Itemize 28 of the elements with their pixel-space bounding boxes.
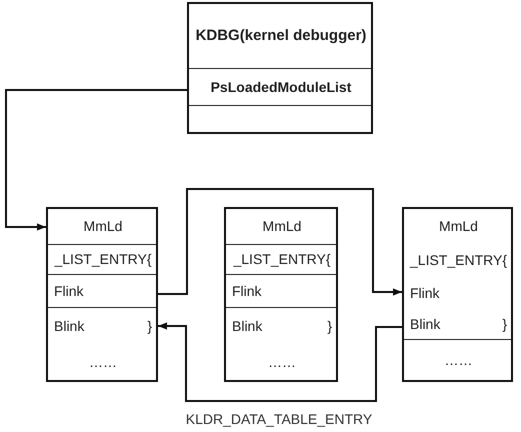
structure-caption: KLDR_DATA_TABLE_ENTRY — [186, 411, 372, 428]
field-name: Flink — [232, 282, 262, 300]
field-name: Blink — [410, 316, 440, 333]
struct-title: MmLd — [439, 218, 478, 235]
arrow — [5, 89, 187, 231]
arrow — [158, 322, 402, 402]
arrow — [158, 188, 402, 296]
field-name: PsLoadedModuleList — [210, 78, 352, 96]
struct-title: MmLd — [262, 218, 302, 235]
ellipsis: …… — [89, 354, 117, 371]
field-name: Blink — [54, 318, 84, 335]
field-name: Blink — [232, 318, 262, 335]
struct-type-name: _LIST_ENTRY{ — [410, 252, 508, 269]
struct-type-name: _LIST_ENTRY{ — [54, 251, 152, 268]
ellipsis: …… — [444, 352, 472, 368]
closing-brace: } — [327, 318, 332, 335]
struct-box — [187, 2, 373, 134]
struct-box — [402, 207, 513, 382]
field-name: Flink — [410, 285, 440, 302]
struct-box — [46, 207, 158, 382]
closing-brace: } — [502, 316, 507, 333]
struct-title: MmLd — [84, 218, 122, 235]
struct-type-name: _LIST_ENTRY{ — [233, 251, 330, 268]
closing-brace: } — [147, 318, 152, 335]
ellipsis: …… — [268, 354, 296, 371]
struct-box — [224, 207, 338, 382]
struct-title: KDBG(kernel debugger) — [196, 27, 366, 45]
field-name: Flink — [54, 282, 84, 300]
